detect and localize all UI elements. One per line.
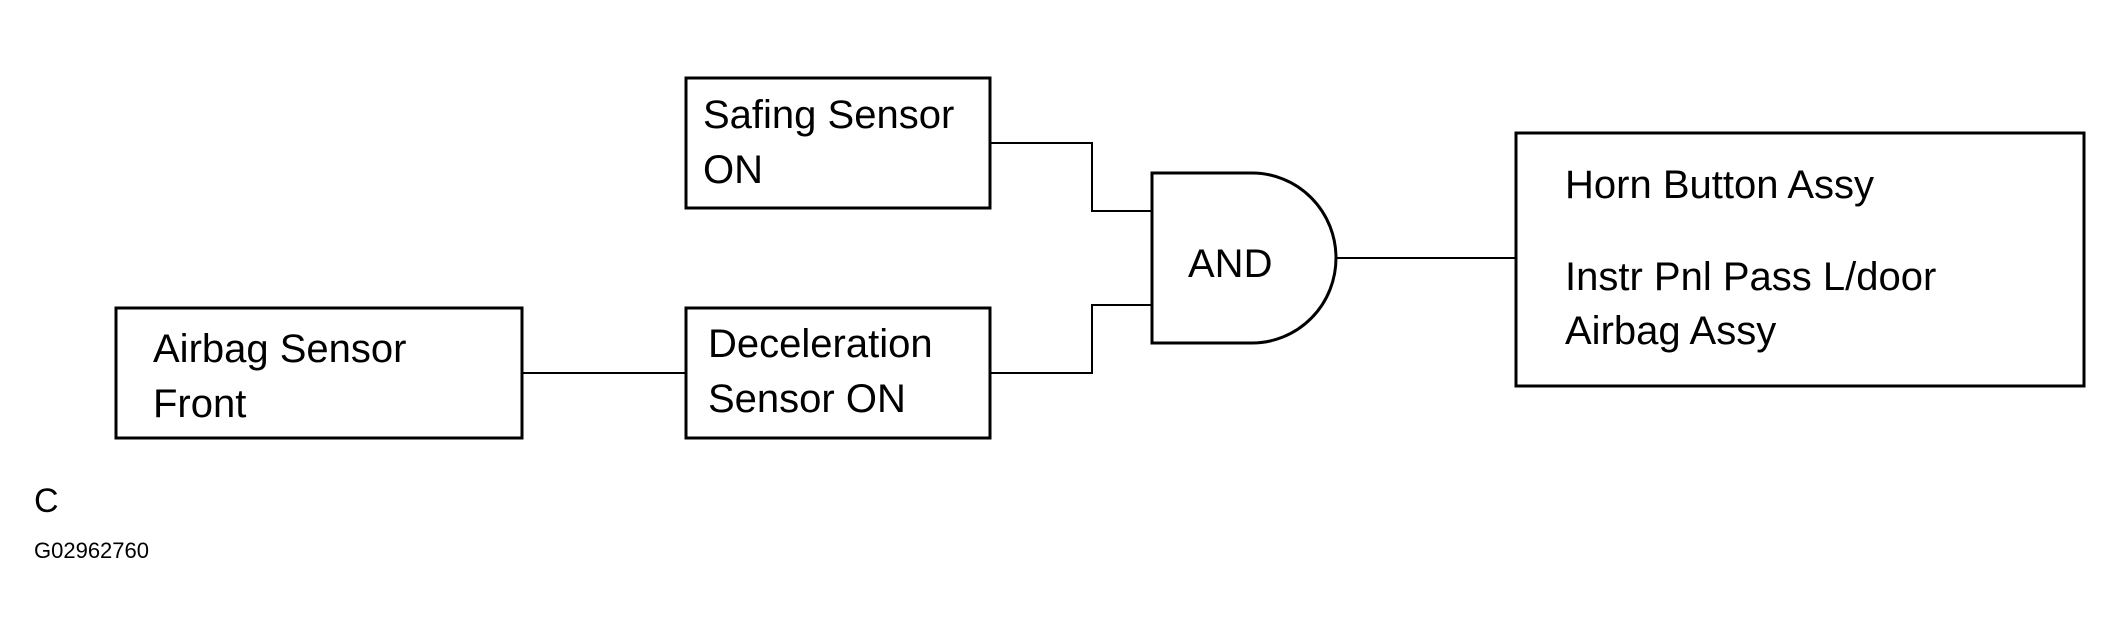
airbag-sensor-front-label-line2: Front xyxy=(153,382,246,426)
deceleration-sensor-label-line2: Sensor ON xyxy=(708,377,906,421)
deceleration-sensor-label-line1: Deceleration xyxy=(708,322,933,366)
wire-deceleration-to-and xyxy=(990,304,1152,374)
and-gate-label: AND xyxy=(1188,242,1272,286)
output-label-line1: Horn Button Assy xyxy=(1565,163,1874,207)
deceleration-sensor-box: Deceleration Sensor ON xyxy=(684,306,992,440)
safing-sensor-label-line1: Safing Sensor xyxy=(703,93,954,137)
corner-letter: C xyxy=(34,482,59,520)
output-label-line2: Instr Pnl Pass L/door xyxy=(1565,255,1936,299)
output-box: Horn Button Assy Instr Pnl Pass L/door A… xyxy=(1514,131,2086,388)
airbag-sensor-front-box: Airbag Sensor Front xyxy=(114,306,524,440)
figure-id: G02962760 xyxy=(34,538,149,563)
wire-safing-to-and xyxy=(990,142,1152,212)
output-label-line3: Airbag Assy xyxy=(1565,309,1776,353)
safing-sensor-label-line2: ON xyxy=(703,148,763,192)
and-gate: AND xyxy=(1150,171,1338,345)
safing-sensor-box: Safing Sensor ON xyxy=(684,76,992,210)
airbag-sensor-front-label-line1: Airbag Sensor xyxy=(153,327,406,371)
